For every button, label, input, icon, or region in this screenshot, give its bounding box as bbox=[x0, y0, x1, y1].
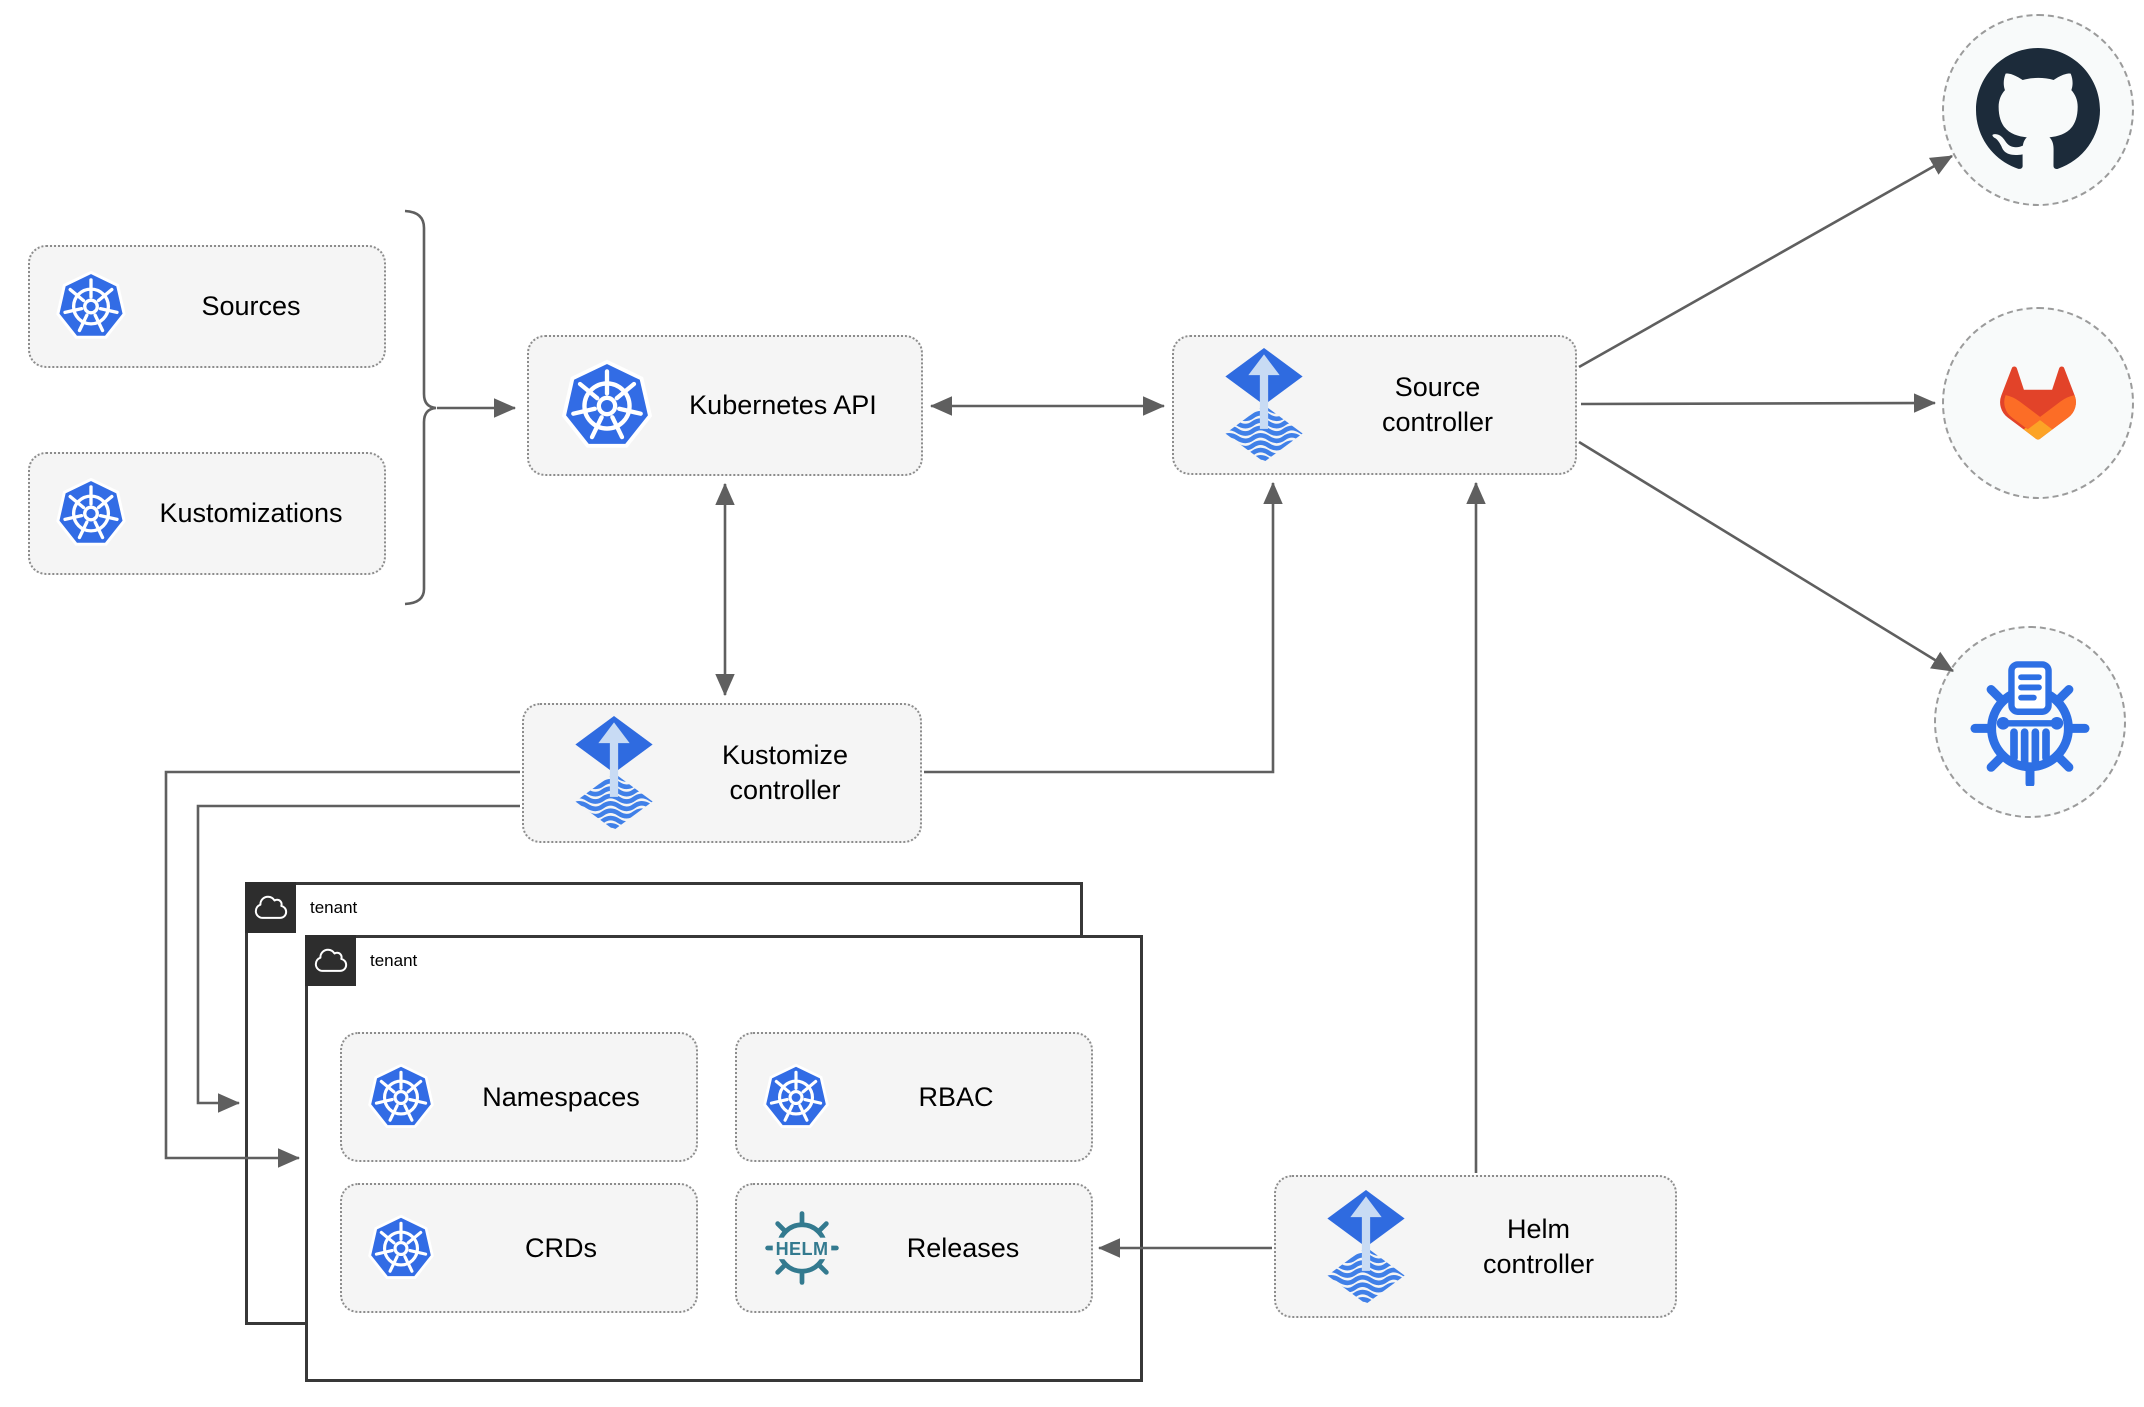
tenant-label: tenant bbox=[370, 950, 418, 970]
flux-icon bbox=[568, 716, 660, 830]
rbac-box: RBAC bbox=[735, 1032, 1093, 1162]
bracket-shape bbox=[404, 209, 437, 606]
kustomize-controller-box: Kustomize controller bbox=[522, 703, 922, 843]
kubernetes-icon bbox=[54, 475, 128, 552]
source-controller-label: Source controller bbox=[1381, 372, 1494, 437]
helm-controller-label: Helm controller bbox=[1482, 1213, 1595, 1279]
edge-sourcectrl-helmrepo bbox=[1578, 440, 1954, 673]
releases-box: Releases bbox=[735, 1183, 1093, 1313]
rbac-label: RBAC bbox=[918, 1081, 994, 1112]
helm-icon bbox=[759, 1203, 845, 1293]
sources-box: Sources bbox=[28, 245, 386, 368]
cloud-icon bbox=[253, 893, 289, 922]
namespaces-label: Namespaces bbox=[482, 1081, 640, 1112]
crds-label: CRDs bbox=[525, 1232, 597, 1263]
sources-label: Sources bbox=[201, 291, 301, 322]
edge-sourcectrl-github bbox=[1578, 154, 1953, 369]
gitlab-icon bbox=[1963, 328, 2113, 478]
cloud-icon bbox=[313, 946, 349, 975]
kubernetes-icon bbox=[559, 356, 655, 456]
tenant-tab bbox=[305, 935, 356, 986]
kubernetes-icon bbox=[761, 1061, 831, 1134]
flux-icon bbox=[1218, 348, 1310, 462]
namespaces-box: Namespaces bbox=[340, 1032, 698, 1162]
kubernetes-api-label: Kubernetes API bbox=[689, 390, 877, 421]
helm-repository-icon bbox=[1966, 658, 2094, 786]
kustomizations-box: Kustomizations bbox=[28, 452, 386, 575]
gitlab-endpoint bbox=[1942, 307, 2134, 499]
flux-icon bbox=[1320, 1190, 1412, 1304]
edge-sourcectrl-gitlab bbox=[1580, 393, 1937, 413]
helm-controller-box: Helm controller bbox=[1274, 1175, 1677, 1318]
kubernetes-icon bbox=[366, 1212, 436, 1285]
tenant-label: tenant bbox=[310, 897, 358, 917]
helm-repository-endpoint bbox=[1934, 626, 2126, 818]
source-controller-box: Source controller bbox=[1172, 335, 1577, 475]
kubernetes-icon bbox=[366, 1061, 436, 1134]
kustomizations-label: Kustomizations bbox=[159, 498, 343, 529]
kustomize-controller-label: Kustomize controller bbox=[721, 740, 849, 805]
github-icon bbox=[1976, 48, 2100, 172]
tenant-tab bbox=[245, 882, 296, 933]
crds-box: CRDs bbox=[340, 1183, 698, 1313]
github-endpoint bbox=[1942, 14, 2134, 206]
edge-kustomizectrl-sourcectrl bbox=[924, 481, 1283, 774]
kubernetes-icon bbox=[54, 268, 128, 345]
releases-label: Releases bbox=[906, 1232, 1020, 1263]
kubernetes-api-box: Kubernetes API bbox=[527, 335, 923, 476]
